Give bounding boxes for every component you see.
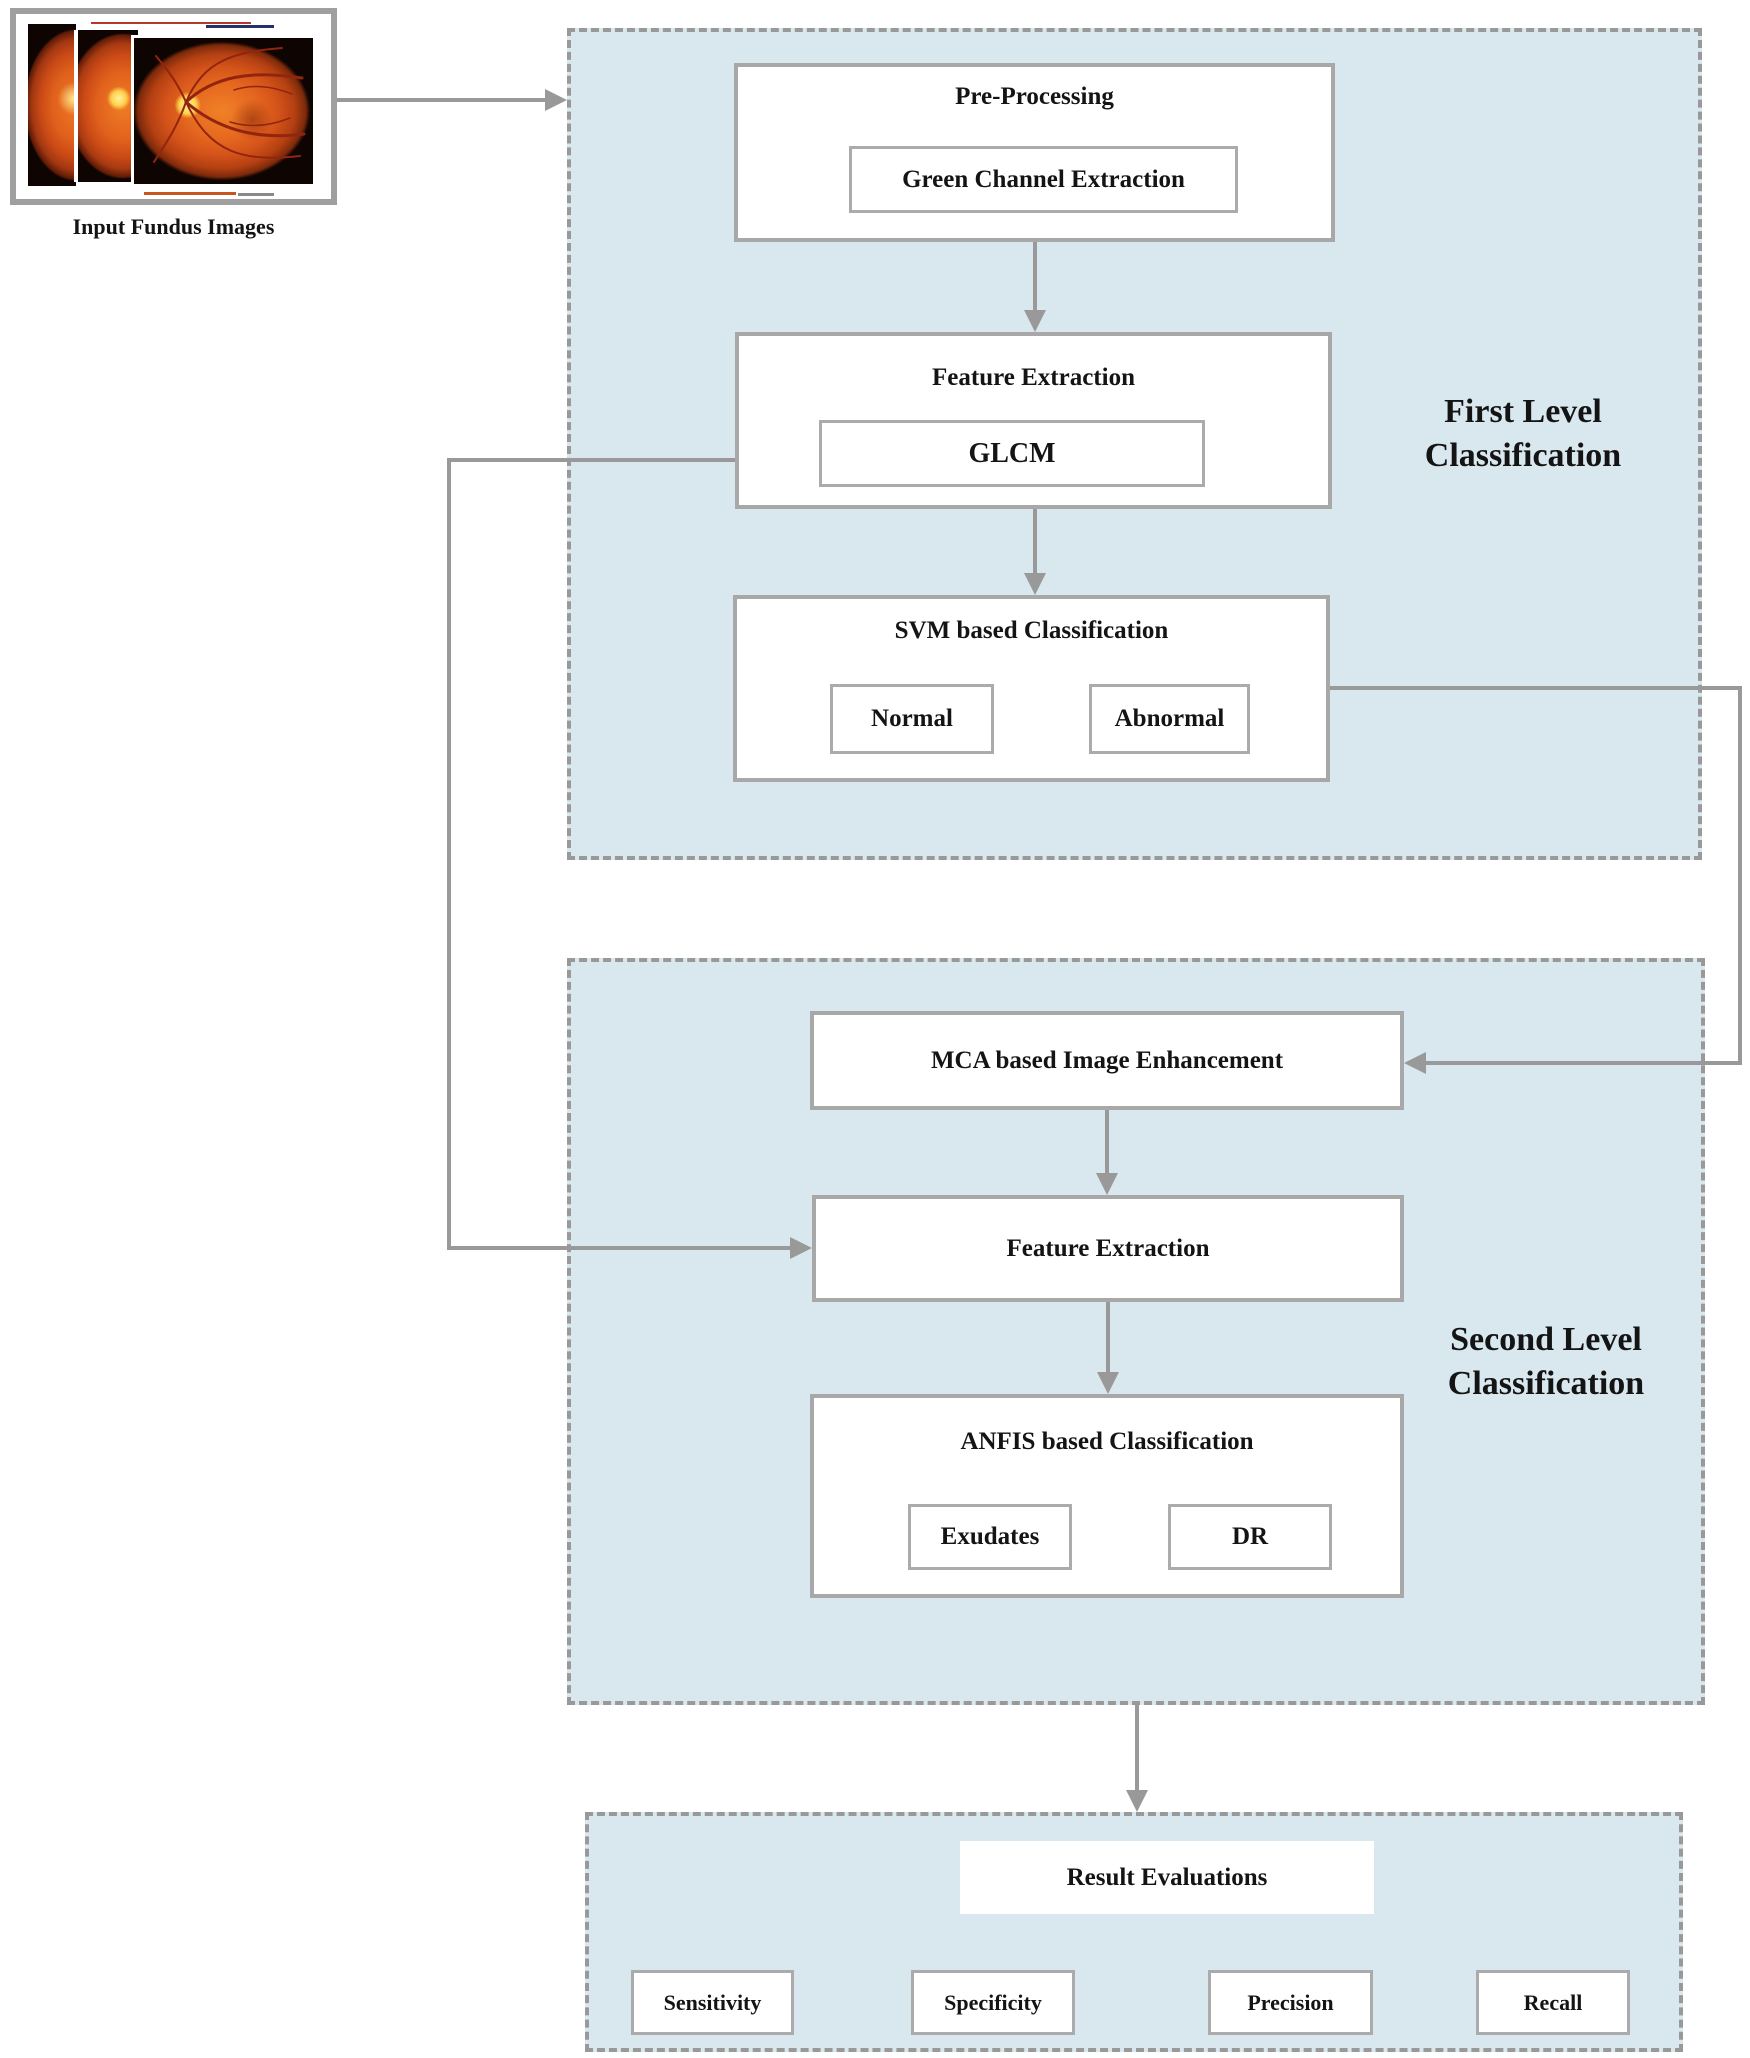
svm-to-mca-line-horizontal-top <box>1330 686 1742 690</box>
normal-box: Normal <box>830 684 994 754</box>
dr-box: DR <box>1168 1504 1332 1570</box>
arrow-fe2-to-anfis-head <box>1097 1372 1119 1394</box>
arrow-pre-to-fe1-line <box>1033 242 1037 312</box>
arrow-mca-to-fe2-line <box>1105 1110 1109 1174</box>
first-level-label: First Level Classification <box>1424 393 1622 474</box>
fundus-image-middle <box>74 30 138 182</box>
exudates-box: Exudates <box>908 1504 1072 1570</box>
arrow-second-to-results-head <box>1126 1790 1148 1812</box>
photo-edge-line-orange-bottom <box>144 192 236 195</box>
fundus-image-back <box>28 24 76 186</box>
recall-box: Recall <box>1476 1970 1630 2035</box>
photo-edge-line-red-top <box>91 22 251 24</box>
precision-box: Precision <box>1208 1970 1373 2035</box>
fundus-image-front <box>131 35 316 187</box>
green-channel-extraction-box: Green Channel Extraction <box>849 146 1238 213</box>
fe1-to-fe2-arrow-head <box>790 1237 812 1259</box>
result-evaluations-box: Result Evaluations <box>960 1841 1374 1914</box>
svm-to-mca-arrow-head <box>1404 1052 1426 1074</box>
arrow-second-to-results-line <box>1135 1705 1139 1791</box>
photo-edge-line-navy-top <box>206 25 274 28</box>
arrow-fe1-to-svm-head <box>1024 573 1046 595</box>
feature-extraction-box-second: Feature Extraction <box>812 1195 1404 1302</box>
arrow-fe2-to-anfis-line <box>1106 1302 1110 1372</box>
arrow-input-to-first-panel-line <box>337 98 549 102</box>
anfis-classification-title: ANFIS based Classification <box>960 1428 1254 1455</box>
svm-to-mca-line-horizontal-bottom <box>1418 1061 1742 1065</box>
photo-edge-line-gray-bottom <box>238 193 274 196</box>
preprocessing-title: Pre-Processing <box>955 83 1114 110</box>
arrow-pre-to-fe1-head <box>1024 310 1046 332</box>
fe1-to-fe2-line-horizontal-bottom <box>447 1246 792 1250</box>
svm-to-mca-line-vertical <box>1738 686 1742 1065</box>
abnormal-box: Abnormal <box>1089 684 1250 754</box>
fe1-to-fe2-line-vertical <box>447 458 451 1250</box>
input-fundus-images-label: Input Fundus Images <box>72 214 275 239</box>
sensitivity-box: Sensitivity <box>631 1970 794 2035</box>
mca-enhancement-box: MCA based Image Enhancement <box>810 1011 1404 1110</box>
svm-classification-title: SVM based Classification <box>894 617 1169 644</box>
input-fundus-images-frame <box>10 8 337 205</box>
specificity-box: Specificity <box>911 1970 1075 2035</box>
retina-vessels-graphic <box>153 47 306 163</box>
arrow-input-to-first-panel-head <box>545 89 567 111</box>
glcm-box: GLCM <box>819 420 1205 487</box>
fe1-to-fe2-line-horizontal-top <box>447 458 735 462</box>
feature-extraction-title-first: Feature Extraction <box>932 364 1135 391</box>
arrow-fe1-to-svm-line <box>1033 509 1037 575</box>
second-level-label: Second Level Classification <box>1447 1321 1645 1402</box>
arrow-mca-to-fe2-head <box>1096 1173 1118 1195</box>
